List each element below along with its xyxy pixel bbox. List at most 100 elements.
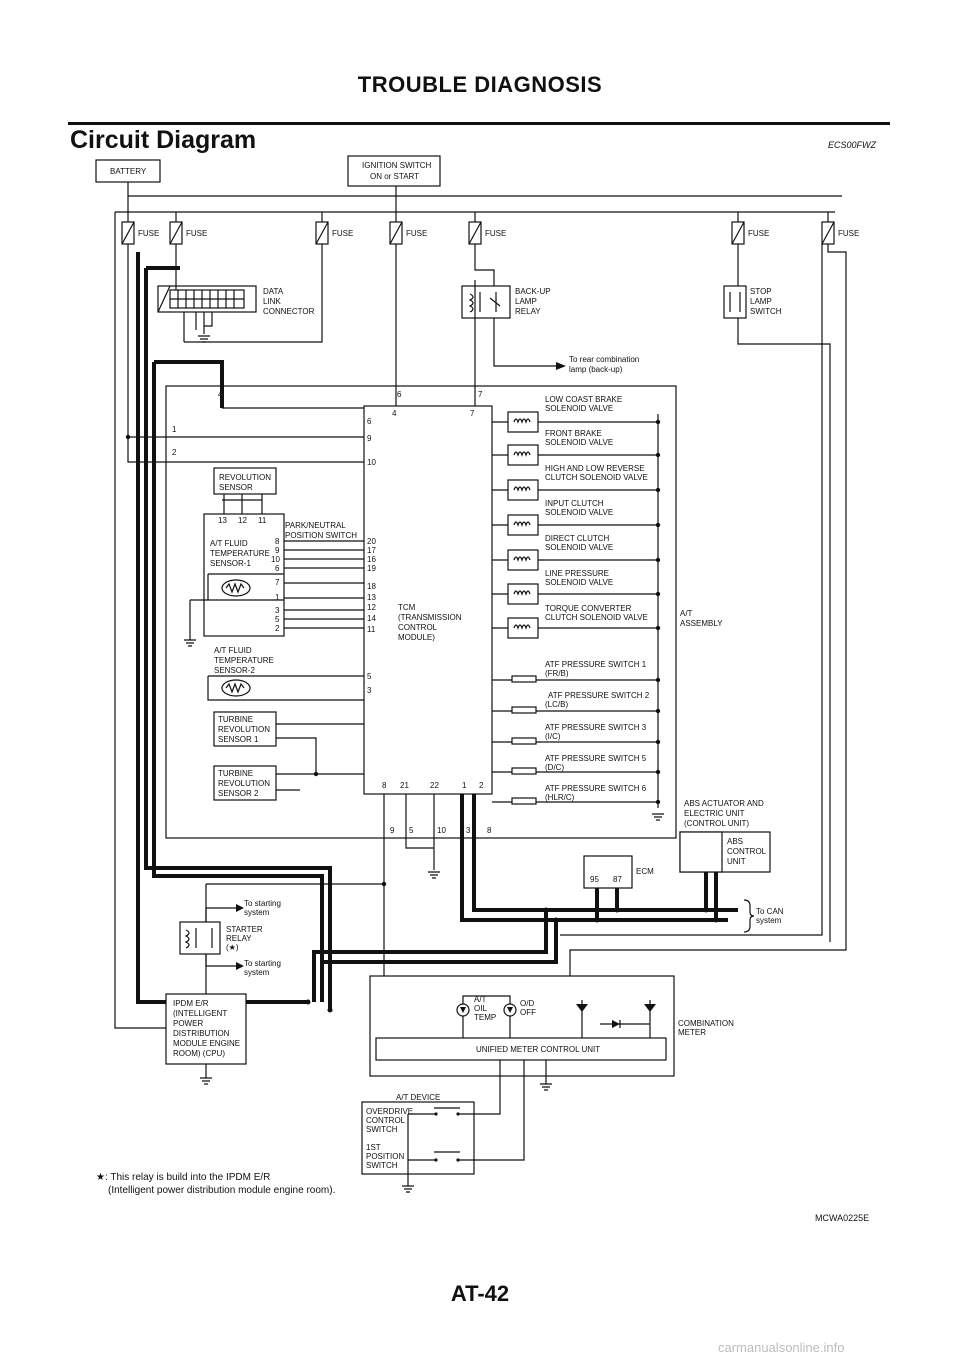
solenoid-coil-4: [507, 549, 539, 571]
svg-text:LINE PRESSURE: LINE PRESSURE: [545, 569, 609, 578]
svg-text:3: 3: [275, 606, 280, 615]
svg-text:18: 18: [367, 582, 376, 591]
figure-code: MCWA0225E: [815, 1213, 870, 1223]
svg-text:(★): (★): [226, 943, 239, 952]
svg-text:system: system: [756, 916, 782, 925]
svg-text:TEMPERATURE: TEMPERATURE: [210, 549, 270, 558]
stop-lamp-switch: STOP LAMP SWITCH: [723, 285, 782, 319]
svg-text:To rear combination: To rear combination: [569, 355, 639, 364]
svg-text:A/T DEVICE: A/T DEVICE: [396, 1093, 440, 1102]
svg-text:ATF PRESSURE SWITCH 5: ATF PRESSURE SWITCH 5: [545, 754, 647, 763]
starter-relay: To starting system STARTER RELAY (★) To …: [179, 881, 387, 994]
can-bus-thick-lines: [136, 252, 738, 1010]
tcm-mid-pins: 20 17 16 19 18 13 12 14 11: [367, 537, 376, 634]
svg-text:19: 19: [367, 564, 376, 573]
svg-text:A/T FLUID: A/T FLUID: [214, 646, 252, 655]
solenoid-coil-5: [507, 583, 539, 605]
pnp-pin-lines: [284, 540, 364, 629]
svg-text:system: system: [244, 968, 270, 977]
svg-text:CONNECTOR: CONNECTOR: [263, 307, 315, 316]
svg-text:SENSOR: SENSOR: [219, 483, 253, 492]
svg-text:5: 5: [367, 672, 372, 681]
fuse-label-4: FUSE: [485, 229, 506, 238]
svg-text:1ST: 1ST: [366, 1143, 381, 1152]
svg-text:A/T FLUID: A/T FLUID: [210, 539, 248, 548]
tcm-bottom-pins: 8 21 22 1 2 9 5 10 3 8: [382, 781, 492, 1040]
solenoid-coil-1: [507, 444, 539, 466]
svg-text:8: 8: [275, 537, 280, 546]
ecm-box: ECM 95 87: [583, 855, 654, 920]
svg-text:SENSOR 1: SENSOR 1: [218, 735, 259, 744]
svg-text:To starting: To starting: [244, 899, 281, 908]
svg-text:CLUTCH SOLENOID VALVE: CLUTCH SOLENOID VALVE: [545, 613, 648, 622]
svg-text:ATF PRESSURE SWITCH 1: ATF PRESSURE SWITCH 1: [545, 660, 647, 669]
svg-text:DATA: DATA: [263, 287, 284, 296]
solenoid-valves: LOW COAST BRAKE SOLENOID VALVE FRONT BRA…: [492, 395, 661, 639]
page-header: TROUBLE DIAGNOSIS: [357, 72, 603, 97]
svg-text:(INTELLIGENT: (INTELLIGENT: [173, 1009, 227, 1018]
svg-text:SENSOR-2: SENSOR-2: [214, 666, 255, 675]
turbine-revolution-sensor-1: TURBINE REVOLUTION SENSOR 1: [213, 711, 364, 774]
pnp-pins-left: 8 9 10 6 7 1 3 5 2: [271, 537, 280, 633]
svg-text:REVOLUTION: REVOLUTION: [218, 725, 270, 734]
svg-text:SOLENOID VALVE: SOLENOID VALVE: [545, 404, 613, 413]
svg-text:CONTROL: CONTROL: [366, 1116, 406, 1125]
svg-text:CONTROL: CONTROL: [727, 847, 767, 856]
svg-text:ECM: ECM: [636, 867, 654, 876]
svg-text:TEMPERATURE: TEMPERATURE: [214, 656, 274, 665]
svg-text:COMBINATION: COMBINATION: [678, 1019, 734, 1028]
svg-text:9: 9: [275, 546, 280, 555]
combination-meter: A/T OIL TEMP O/D OFF UNIFIED METER CONTR…: [369, 975, 734, 1091]
svg-text:TCM: TCM: [398, 603, 416, 612]
svg-text:4: 4: [392, 409, 397, 418]
svg-text:6: 6: [275, 564, 280, 573]
pressure-switch-1: [511, 706, 537, 714]
svg-text:(HLR/C): (HLR/C): [545, 793, 575, 802]
svg-text:2: 2: [275, 624, 280, 633]
svg-text:9: 9: [390, 826, 395, 835]
turbine-revolution-sensor-2: TURBINE REVOLUTION SENSOR 2: [213, 765, 364, 801]
svg-text:SOLENOID VALVE: SOLENOID VALVE: [545, 438, 613, 447]
svg-text:system: system: [244, 908, 270, 917]
svg-text:8: 8: [487, 826, 492, 835]
svg-text:METER: METER: [678, 1028, 706, 1037]
svg-text:REVOLUTION: REVOLUTION: [218, 779, 270, 788]
backup-lamp-relay: BACK-UP LAMP RELAY: [461, 285, 551, 319]
svg-text:To CAN: To CAN: [756, 907, 784, 916]
svg-text:SWITCH: SWITCH: [750, 307, 782, 316]
svg-text:SOLENOID VALVE: SOLENOID VALVE: [545, 508, 613, 517]
svg-text:11: 11: [258, 516, 267, 525]
can-system-ref: To CAN system: [743, 899, 784, 933]
svg-text:BATTERY: BATTERY: [110, 167, 147, 176]
svg-text:ATF PRESSURE SWITCH 3: ATF PRESSURE SWITCH 3: [545, 723, 647, 732]
svg-text:(TRANSMISSION: (TRANSMISSION: [398, 613, 462, 622]
pressure-switch-4: [511, 797, 537, 805]
svg-text:7: 7: [470, 409, 475, 418]
svg-text:5: 5: [409, 826, 414, 835]
svg-text:RELAY: RELAY: [515, 307, 541, 316]
svg-text:17: 17: [367, 546, 376, 555]
pnp-switch-box: 13 12 11 A/T FLUID TEMPERATURE SENSOR-1 …: [189, 513, 357, 640]
svg-text:(D/C): (D/C): [545, 763, 564, 772]
svg-text:POSITION SWITCH: POSITION SWITCH: [285, 531, 357, 540]
svg-text:OFF: OFF: [520, 1008, 536, 1017]
svg-text:16: 16: [367, 555, 376, 564]
svg-text:IPDM E/R: IPDM E/R: [173, 999, 209, 1008]
svg-text:REVOLUTION: REVOLUTION: [219, 473, 271, 482]
fuse-label-0: FUSE: [138, 229, 159, 238]
at-device: A/T DEVICE OVERDRIVE CONTROL SWITCH 1ST …: [361, 1060, 525, 1193]
svg-text:TURBINE: TURBINE: [218, 715, 253, 724]
svg-text:LAMP: LAMP: [515, 297, 537, 306]
svg-text:10: 10: [271, 555, 280, 564]
svg-text:9: 9: [367, 434, 372, 443]
svg-text:CONTROL: CONTROL: [398, 623, 438, 632]
atf-pressure-switches: ATF PRESSURE SWITCH 1 (FR/B) ATF PRESSUR…: [492, 660, 661, 805]
svg-text:LAMP: LAMP: [750, 297, 772, 306]
svg-text:OVERDRIVE: OVERDRIVE: [366, 1107, 413, 1116]
svg-text:POWER: POWER: [173, 1019, 203, 1028]
svg-text:1: 1: [275, 593, 280, 602]
revolution-sensor: REVOLUTION SENSOR: [213, 467, 277, 514]
svg-text:2: 2: [172, 448, 177, 457]
